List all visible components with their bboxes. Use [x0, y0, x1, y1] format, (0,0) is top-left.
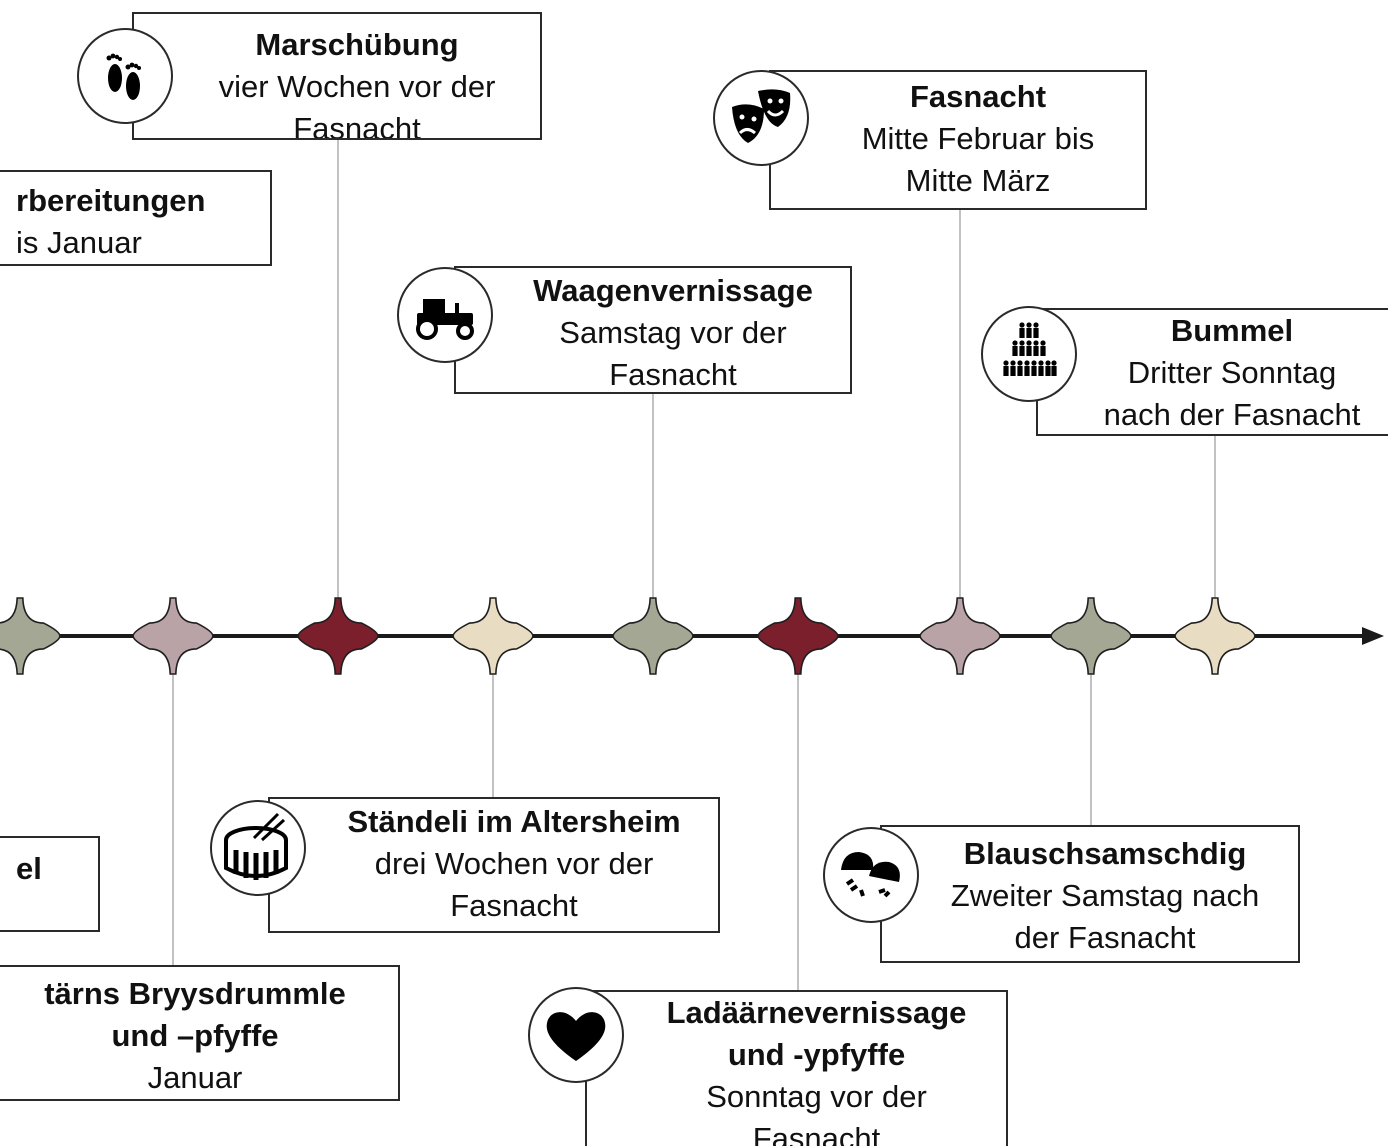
event-subtitle: Januar	[147, 1060, 243, 1095]
drum-icon	[210, 800, 306, 896]
event-title: Marschübung	[255, 27, 459, 62]
event-title: und –pfyffe	[111, 1018, 279, 1053]
timeline-marker	[757, 597, 839, 675]
event-title: Bummel	[1170, 313, 1294, 348]
event-subtitle: nach der Fasnacht	[1103, 397, 1361, 432]
event-title: und -ypfyffe	[727, 1037, 906, 1072]
timeline-marker	[297, 597, 379, 675]
event-subtitle: Dritter Sonntag	[1127, 355, 1337, 390]
timeline-marker	[1174, 597, 1256, 675]
event-subtitle: Mitte März	[905, 163, 1051, 198]
event-subtitle: Fasnacht	[450, 888, 578, 923]
event-subtitle: Fasnacht	[293, 111, 421, 140]
event-subtitle: Mitte Februar bis	[861, 121, 1095, 156]
event-title: tärns Bryysdrummle	[44, 976, 346, 1011]
event-subtitle: der Fasnacht	[1014, 920, 1196, 955]
event-title: rbereitungen	[16, 183, 206, 218]
event-subtitle: is Januar	[16, 225, 142, 260]
event-box-vorbereitungen: rbereitungen is Januar	[0, 170, 272, 266]
theater-masks-icon	[713, 70, 809, 166]
event-title: Ladäärnevernissage	[666, 995, 967, 1030]
event-box-el: el	[0, 836, 100, 932]
footprints-icon	[77, 28, 173, 124]
event-subtitle: vier Wochen vor der	[218, 69, 496, 104]
event-subtitle: Fasnacht	[609, 357, 737, 392]
timeline-arrowhead	[1362, 627, 1384, 645]
timeline-marker	[1050, 597, 1132, 675]
event-subtitle: Samstag vor der	[559, 315, 787, 350]
event-subtitle: drei Wochen vor der	[374, 846, 654, 881]
event-subtitle: Zweiter Samstag nach	[950, 878, 1260, 913]
crowd-icon	[981, 306, 1077, 402]
event-box-staendeli: Ständeli im Altersheim drei Wochen vor de…	[268, 797, 720, 933]
event-title: Blauschsamschdig	[963, 836, 1247, 871]
event-subtitle: Fasnacht	[752, 1121, 881, 1146]
timeline-marker	[612, 597, 694, 675]
timeline-marker	[132, 597, 214, 675]
event-title: Fasnacht	[909, 79, 1047, 114]
tractor-icon	[397, 267, 493, 363]
timeline-marker	[919, 597, 1001, 675]
event-title: Waagenvernissage	[533, 273, 813, 308]
timeline-marker	[0, 597, 61, 675]
event-title: el	[16, 851, 42, 886]
timeline-marker	[452, 597, 534, 675]
event-title: Ständeli im Altersheim	[347, 804, 681, 839]
masks-pair-icon	[823, 827, 919, 923]
event-subtitle: Sonntag vor der	[706, 1079, 927, 1114]
heart-icon	[528, 987, 624, 1083]
